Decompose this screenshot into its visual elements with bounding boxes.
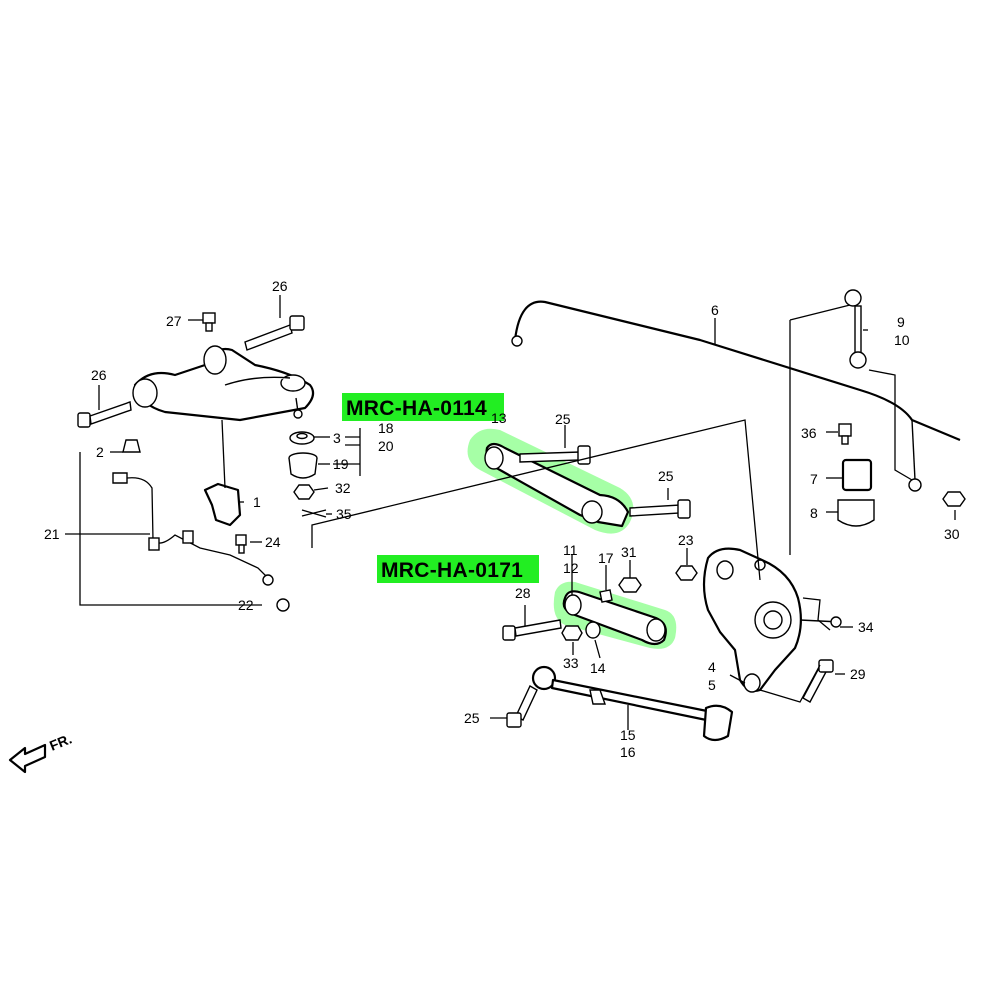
callout-12: 12 [563,560,579,576]
bolt-25-bottom [506,685,538,728]
bolt-26-left [77,401,132,428]
bolt-36 [838,423,852,445]
callout-2: 2 [96,444,104,460]
svg-text:MRC-HA-0171: MRC-HA-0171 [381,559,523,582]
callout-25: 25 [464,710,480,726]
dust-boot-3 [289,431,315,445]
callout-29: 29 [850,666,866,682]
callout-36: 36 [801,425,817,441]
upper-arm-13 [484,442,630,528]
bolt-25-mid [629,499,691,519]
callout-13: 13 [491,410,507,426]
nut-32 [293,484,315,500]
callout-23: 23 [678,532,694,548]
callout-31: 31 [621,544,637,560]
callout-8: 8 [810,505,818,521]
bolt-26-top [244,315,305,351]
callout-35: 35 [336,506,352,522]
callout-27: 27 [166,313,182,329]
leader-lines [65,295,956,730]
callout-34: 34 [858,619,874,635]
callout-17: 17 [598,550,614,566]
ball-joint-19 [288,452,318,479]
knuckle-4-5 [702,547,802,693]
clip-35 [301,509,327,518]
callout-9: 9 [897,314,905,330]
callout-16: 16 [620,744,636,760]
bracket-1 [203,419,242,527]
callout-11: 11 [563,542,578,558]
callout-33: 33 [563,655,579,671]
callout-numbers: 26 27 26 3 18 20 19 32 35 2 1 21 24 22 6… [44,278,960,760]
bolt-24 [235,534,247,554]
stabilizer-link-9-10 [844,289,867,369]
bolt-29 [802,659,834,703]
nut-31 [618,577,642,593]
nut-22 [276,598,290,612]
label-mrc-ha-0171: MRC-HA-0171 [377,555,539,583]
front-direction-arrow: FR. [8,730,74,774]
callout-10: 10 [894,332,910,348]
bushing-7 [841,458,873,492]
callout-25: 25 [555,411,571,427]
callout-21: 21 [44,526,60,542]
svg-text:MRC-HA-0114: MRC-HA-0114 [346,397,487,420]
callout-18: 18 [378,420,394,436]
adjuster-17 [599,589,613,603]
bolt-27 [202,312,216,332]
callout-20: 20 [378,438,394,454]
callout-25: 25 [658,468,674,484]
washer-14 [585,621,601,639]
callout-6: 6 [711,302,719,318]
callout-26: 26 [91,367,107,383]
clip-2 [122,439,141,453]
callout-4: 4 [708,659,716,675]
holder-8 [837,499,875,527]
callout-15: 15 [620,727,636,743]
callout-3: 3 [333,430,341,446]
callout-7: 7 [810,471,818,487]
label-mrc-ha-0114: MRC-HA-0114 [342,393,504,421]
nut-30 [942,491,966,507]
stabilizer-bar-6 [511,300,961,492]
callout-24: 24 [265,534,281,550]
callout-5: 5 [708,677,716,693]
callout-30: 30 [944,526,960,542]
callout-28: 28 [515,585,531,601]
callout-26: 26 [272,278,288,294]
callout-22: 22 [238,597,254,613]
lower-link-11-12 [562,590,667,646]
sensor-harness-21 [112,472,274,586]
callout-14: 14 [590,660,606,676]
callout-1: 1 [253,494,261,510]
svg-text:FR.: FR. [47,730,74,753]
callout-19: 19 [333,456,349,472]
nut-33 [561,625,583,641]
front-upper-control-arm [132,345,315,422]
nut-23 [675,565,698,581]
lower-arm-15-16 [531,665,734,742]
bolt-28 [502,619,562,641]
callout-32: 32 [335,480,351,496]
